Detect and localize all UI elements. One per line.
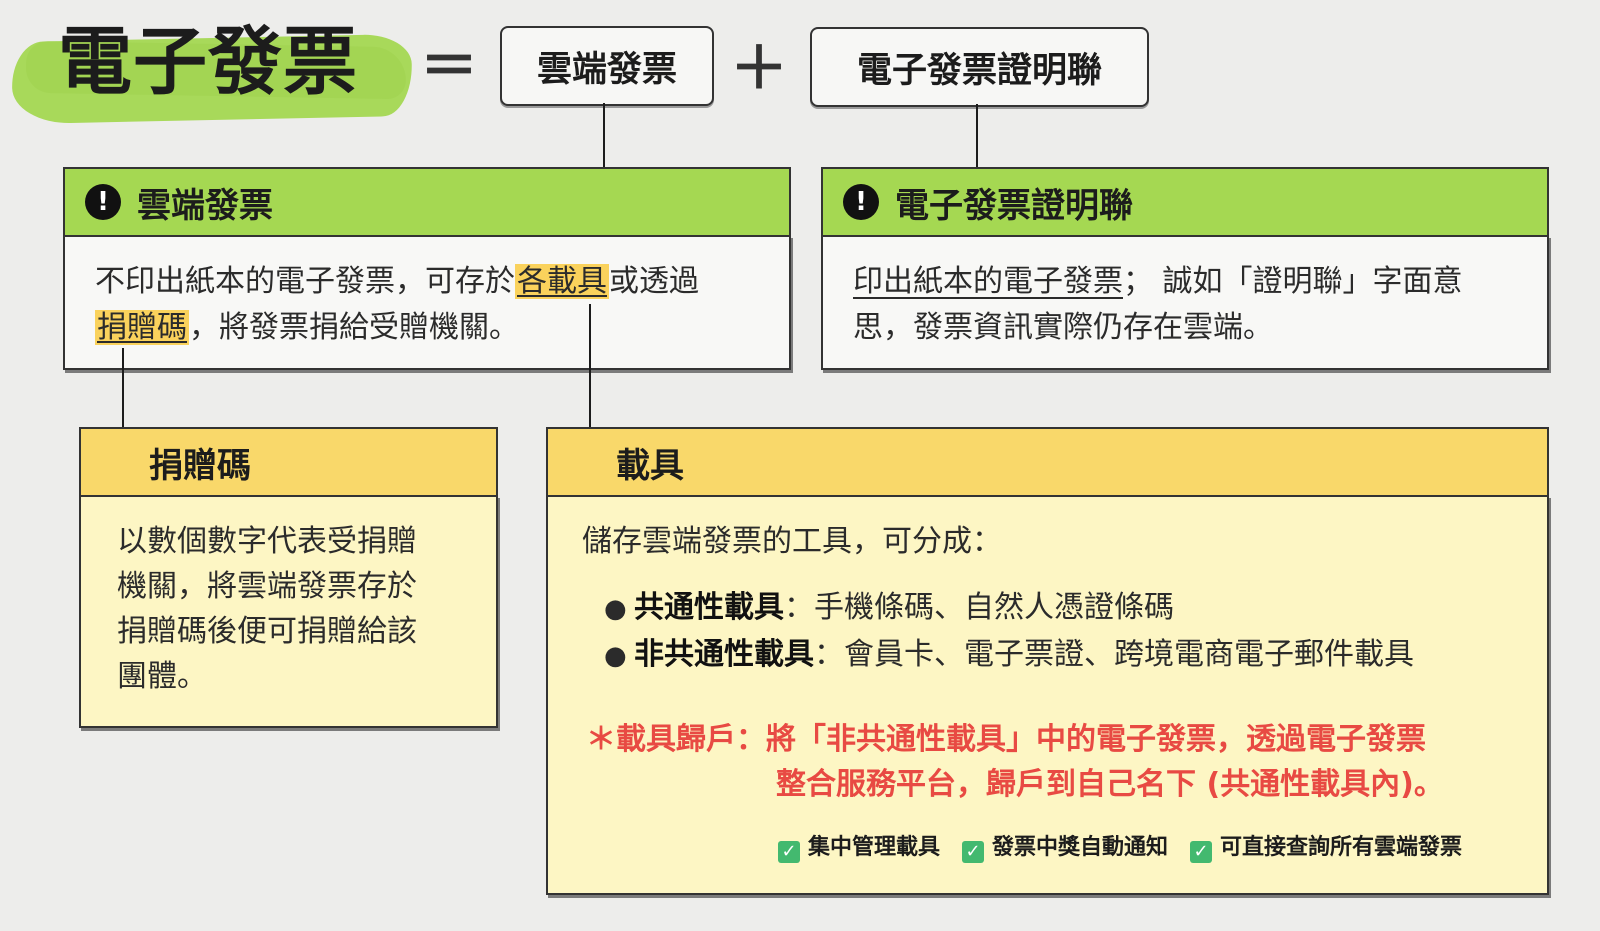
- carrier-panel-header: 載具: [546, 427, 1549, 497]
- check-box-icon: ✓: [962, 840, 985, 863]
- donation-line: 機關，將雲端發票存於: [117, 569, 417, 604]
- cloud-invoice-box-label: 雲端發票: [536, 49, 677, 90]
- cloud-text-3: ，將發票捐給受贈機關。: [189, 310, 519, 345]
- carrier-intro: 儲存雲端發票的工具，可分成：: [582, 524, 1002, 559]
- donation-line: 以數個數字代表受捐贈: [117, 524, 417, 559]
- proof-copy-box-label: 電子發票證明聯: [856, 50, 1102, 91]
- list-item: ●共通性載具：手機條碼、自然人憑證條碼: [604, 585, 1414, 632]
- proof-panel-heading: 電子發票證明聯: [895, 185, 1133, 226]
- carrier-term: 非共通性載具: [634, 637, 814, 672]
- benefit-label: 發票中獎自動通知: [992, 835, 1169, 860]
- proof-underlined-text: 印出紙本的電子發票: [853, 264, 1123, 299]
- cloud-text-1: 不印出紙本的電子發票，可存於: [95, 264, 515, 299]
- donation-line: 團體。: [117, 659, 207, 694]
- carrier-term: 共通性載具: [634, 590, 784, 625]
- carrier-desc: ：會員卡、電子票證、跨境電商電子郵件載具: [814, 637, 1414, 672]
- check-box-icon: ✓: [1190, 840, 1213, 863]
- carrier-panel-heading: 載具: [616, 445, 684, 486]
- donation-panel-header: 捐贈碼: [79, 427, 498, 497]
- cloud-panel-description: 不印出紙本的電子發票，可存於各載具或透過 捐贈碼，將發票捐給受贈機關。: [95, 259, 789, 351]
- proof-rest-text: ； 誠如「證明聯」字面意思，發票資訊實際仍存在雲端。: [853, 264, 1463, 345]
- cloud-panel-body: 不印出紙本的電子發票，可存於各載具或透過 捐贈碼，將發票捐給受贈機關。: [63, 235, 791, 370]
- proof-panel-description: 印出紙本的電子發票； 誠如「證明聯」字面意思，發票資訊實際仍存在雲端。: [853, 259, 1517, 351]
- carrier-consolidation-note-line1: ＊載具歸戶：將「非共通性載具」中的電子發票，透過電子發票: [586, 722, 1426, 757]
- check-box-icon: ✓: [778, 840, 800, 863]
- bullet-icon: ●: [604, 594, 627, 624]
- benefit-label: 可直接查詢所有雲端發票: [1220, 835, 1463, 860]
- connector-cloud: [603, 103, 605, 167]
- connector-proof: [976, 104, 978, 167]
- cloud-panel-header: ! 雲端發票: [63, 167, 791, 237]
- main-title: 電子發票: [58, 19, 358, 105]
- benefit-label: 集中管理載具: [808, 835, 941, 860]
- connector-carrier: [589, 304, 591, 464]
- carrier-highlight: 各載具: [515, 264, 609, 299]
- exclamation-circle-icon: !: [843, 184, 879, 220]
- donation-panel-heading: 捐贈碼: [149, 445, 251, 486]
- carrier-panel-body: 儲存雲端發票的工具，可分成： ●共通性載具：手機條碼、自然人憑證條碼 ●非共通性…: [546, 495, 1549, 895]
- cloud-text-2: 或透過: [609, 264, 699, 299]
- connector-donation: [122, 348, 124, 464]
- carrier-consolidation-note-line2: 整合服務平台，歸戶到自己名下 (共通性載具內)。: [776, 767, 1444, 802]
- donation-description: 以數個數字代表受捐贈 機關，將雲端發票存於 捐贈碼後便可捐贈給該 團體。: [117, 519, 496, 699]
- cloud-invoice-box: 雲端發票: [500, 26, 714, 106]
- exclamation-circle-icon: !: [85, 184, 121, 220]
- proof-panel-header: ! 電子發票證明聯: [821, 167, 1549, 237]
- equals-sign: ＝: [420, 32, 479, 100]
- cloud-panel-heading: 雲端發票: [137, 185, 273, 226]
- list-item: ●非共通性載具：會員卡、電子票證、跨境電商電子郵件載具: [604, 632, 1414, 679]
- benefit-item: ✓ 集中管理載具: [778, 829, 940, 863]
- bullet-icon: ●: [604, 641, 627, 671]
- donation-panel-body: 以數個數字代表受捐贈 機關，將雲端發票存於 捐贈碼後便可捐贈給該 團體。: [79, 495, 498, 728]
- donation-line: 捐贈碼後便可捐贈給該: [117, 614, 417, 649]
- benefit-item: ✓ 發票中獎自動通知: [962, 829, 1168, 863]
- carrier-type-list: ●共通性載具：手機條碼、自然人憑證條碼 ●非共通性載具：會員卡、電子票證、跨境電…: [604, 585, 1414, 679]
- benefit-list: ✓ 集中管理載具 ✓ 發票中獎自動通知 ✓ 可直接查詢所有雲端發票: [778, 829, 1462, 863]
- donation-code-highlight: 捐贈碼: [95, 310, 189, 345]
- proof-panel-body: 印出紙本的電子發票； 誠如「證明聯」字面意思，發票資訊實際仍存在雲端。: [821, 235, 1549, 370]
- carrier-desc: ：手機條碼、自然人憑證條碼: [784, 590, 1174, 625]
- plus-sign: ＋: [730, 34, 789, 102]
- benefit-item: ✓ 可直接查詢所有雲端發票: [1190, 829, 1462, 863]
- proof-copy-box: 電子發票證明聯: [810, 27, 1149, 107]
